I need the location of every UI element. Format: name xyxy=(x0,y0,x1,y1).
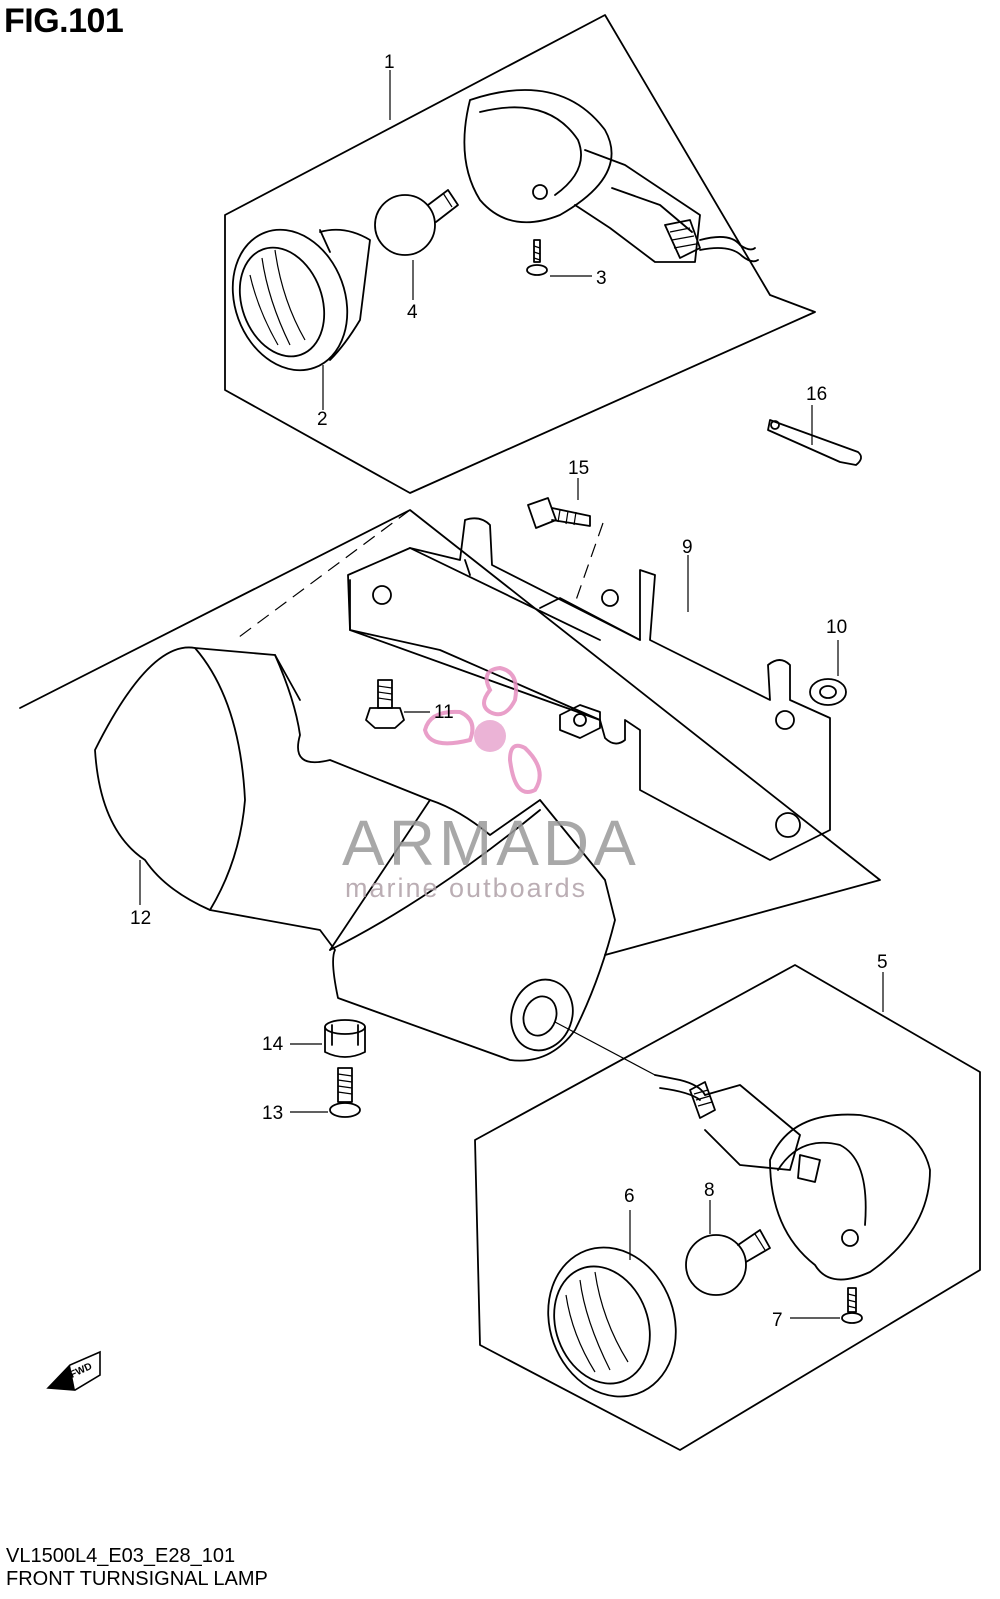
fwd-direction-badge: FWD xyxy=(46,1350,101,1391)
callout-1: 1 xyxy=(384,52,395,73)
callout-11: 11 xyxy=(434,702,454,723)
callout-2: 2 xyxy=(317,409,328,430)
upper-leader-lines xyxy=(322,70,813,445)
armada-watermark: ARMADA marine outboards xyxy=(342,665,640,903)
bolt-part-11 xyxy=(365,679,430,729)
callout-15: 15 xyxy=(568,458,589,479)
nut xyxy=(559,704,601,739)
callout-6: 6 xyxy=(624,1186,635,1207)
callout-8: 8 xyxy=(704,1180,715,1201)
lower-screw xyxy=(790,1287,863,1324)
upper-housing xyxy=(463,89,759,263)
clip-part-16 xyxy=(767,419,862,466)
callout-16: 16 xyxy=(806,384,827,405)
upper-lens xyxy=(231,228,371,372)
figure-title: FIG.101 xyxy=(4,2,124,40)
bolt-part-15 xyxy=(527,478,591,529)
grommet-part-14 xyxy=(290,1019,366,1058)
propeller-logo-icon xyxy=(422,665,542,794)
callout-12: 12 xyxy=(130,908,151,929)
callout-numbers: 1 2 3 4 5 6 7 8 9 10 11 12 13 14 15 16 xyxy=(130,52,888,1331)
upper-assembly-outline xyxy=(224,14,816,494)
callout-13: 13 xyxy=(262,1103,283,1124)
diagram-name: FRONT TURNSIGNAL LAMP xyxy=(6,1568,268,1590)
upper-screw xyxy=(526,239,592,277)
callout-5: 5 xyxy=(877,952,888,973)
lower-assembly-outline xyxy=(474,964,981,1451)
callout-9: 9 xyxy=(682,537,693,558)
callout-10: 10 xyxy=(826,617,847,638)
callout-4: 4 xyxy=(407,302,418,323)
cover-part-12 xyxy=(94,646,616,1062)
diagram-code: VL1500L4_E03_E28_101 xyxy=(6,1545,236,1567)
callout-7: 7 xyxy=(772,1310,783,1331)
upper-bulb xyxy=(374,189,459,256)
lower-connection-line xyxy=(554,1021,656,1076)
lower-housing xyxy=(654,1074,931,1281)
grommet-part-10 xyxy=(809,640,847,706)
lower-lens xyxy=(547,1210,677,1398)
watermark-tagline: marine outboards xyxy=(345,873,587,903)
callout-14: 14 xyxy=(262,1034,284,1055)
watermark-brand: ARMADA xyxy=(342,807,640,879)
lower-bulb xyxy=(685,1200,771,1296)
bolt-part-13 xyxy=(290,1067,361,1118)
callout-3: 3 xyxy=(596,268,607,289)
bracket-part-9 xyxy=(19,509,881,956)
dashed-reference-lines xyxy=(234,509,604,641)
